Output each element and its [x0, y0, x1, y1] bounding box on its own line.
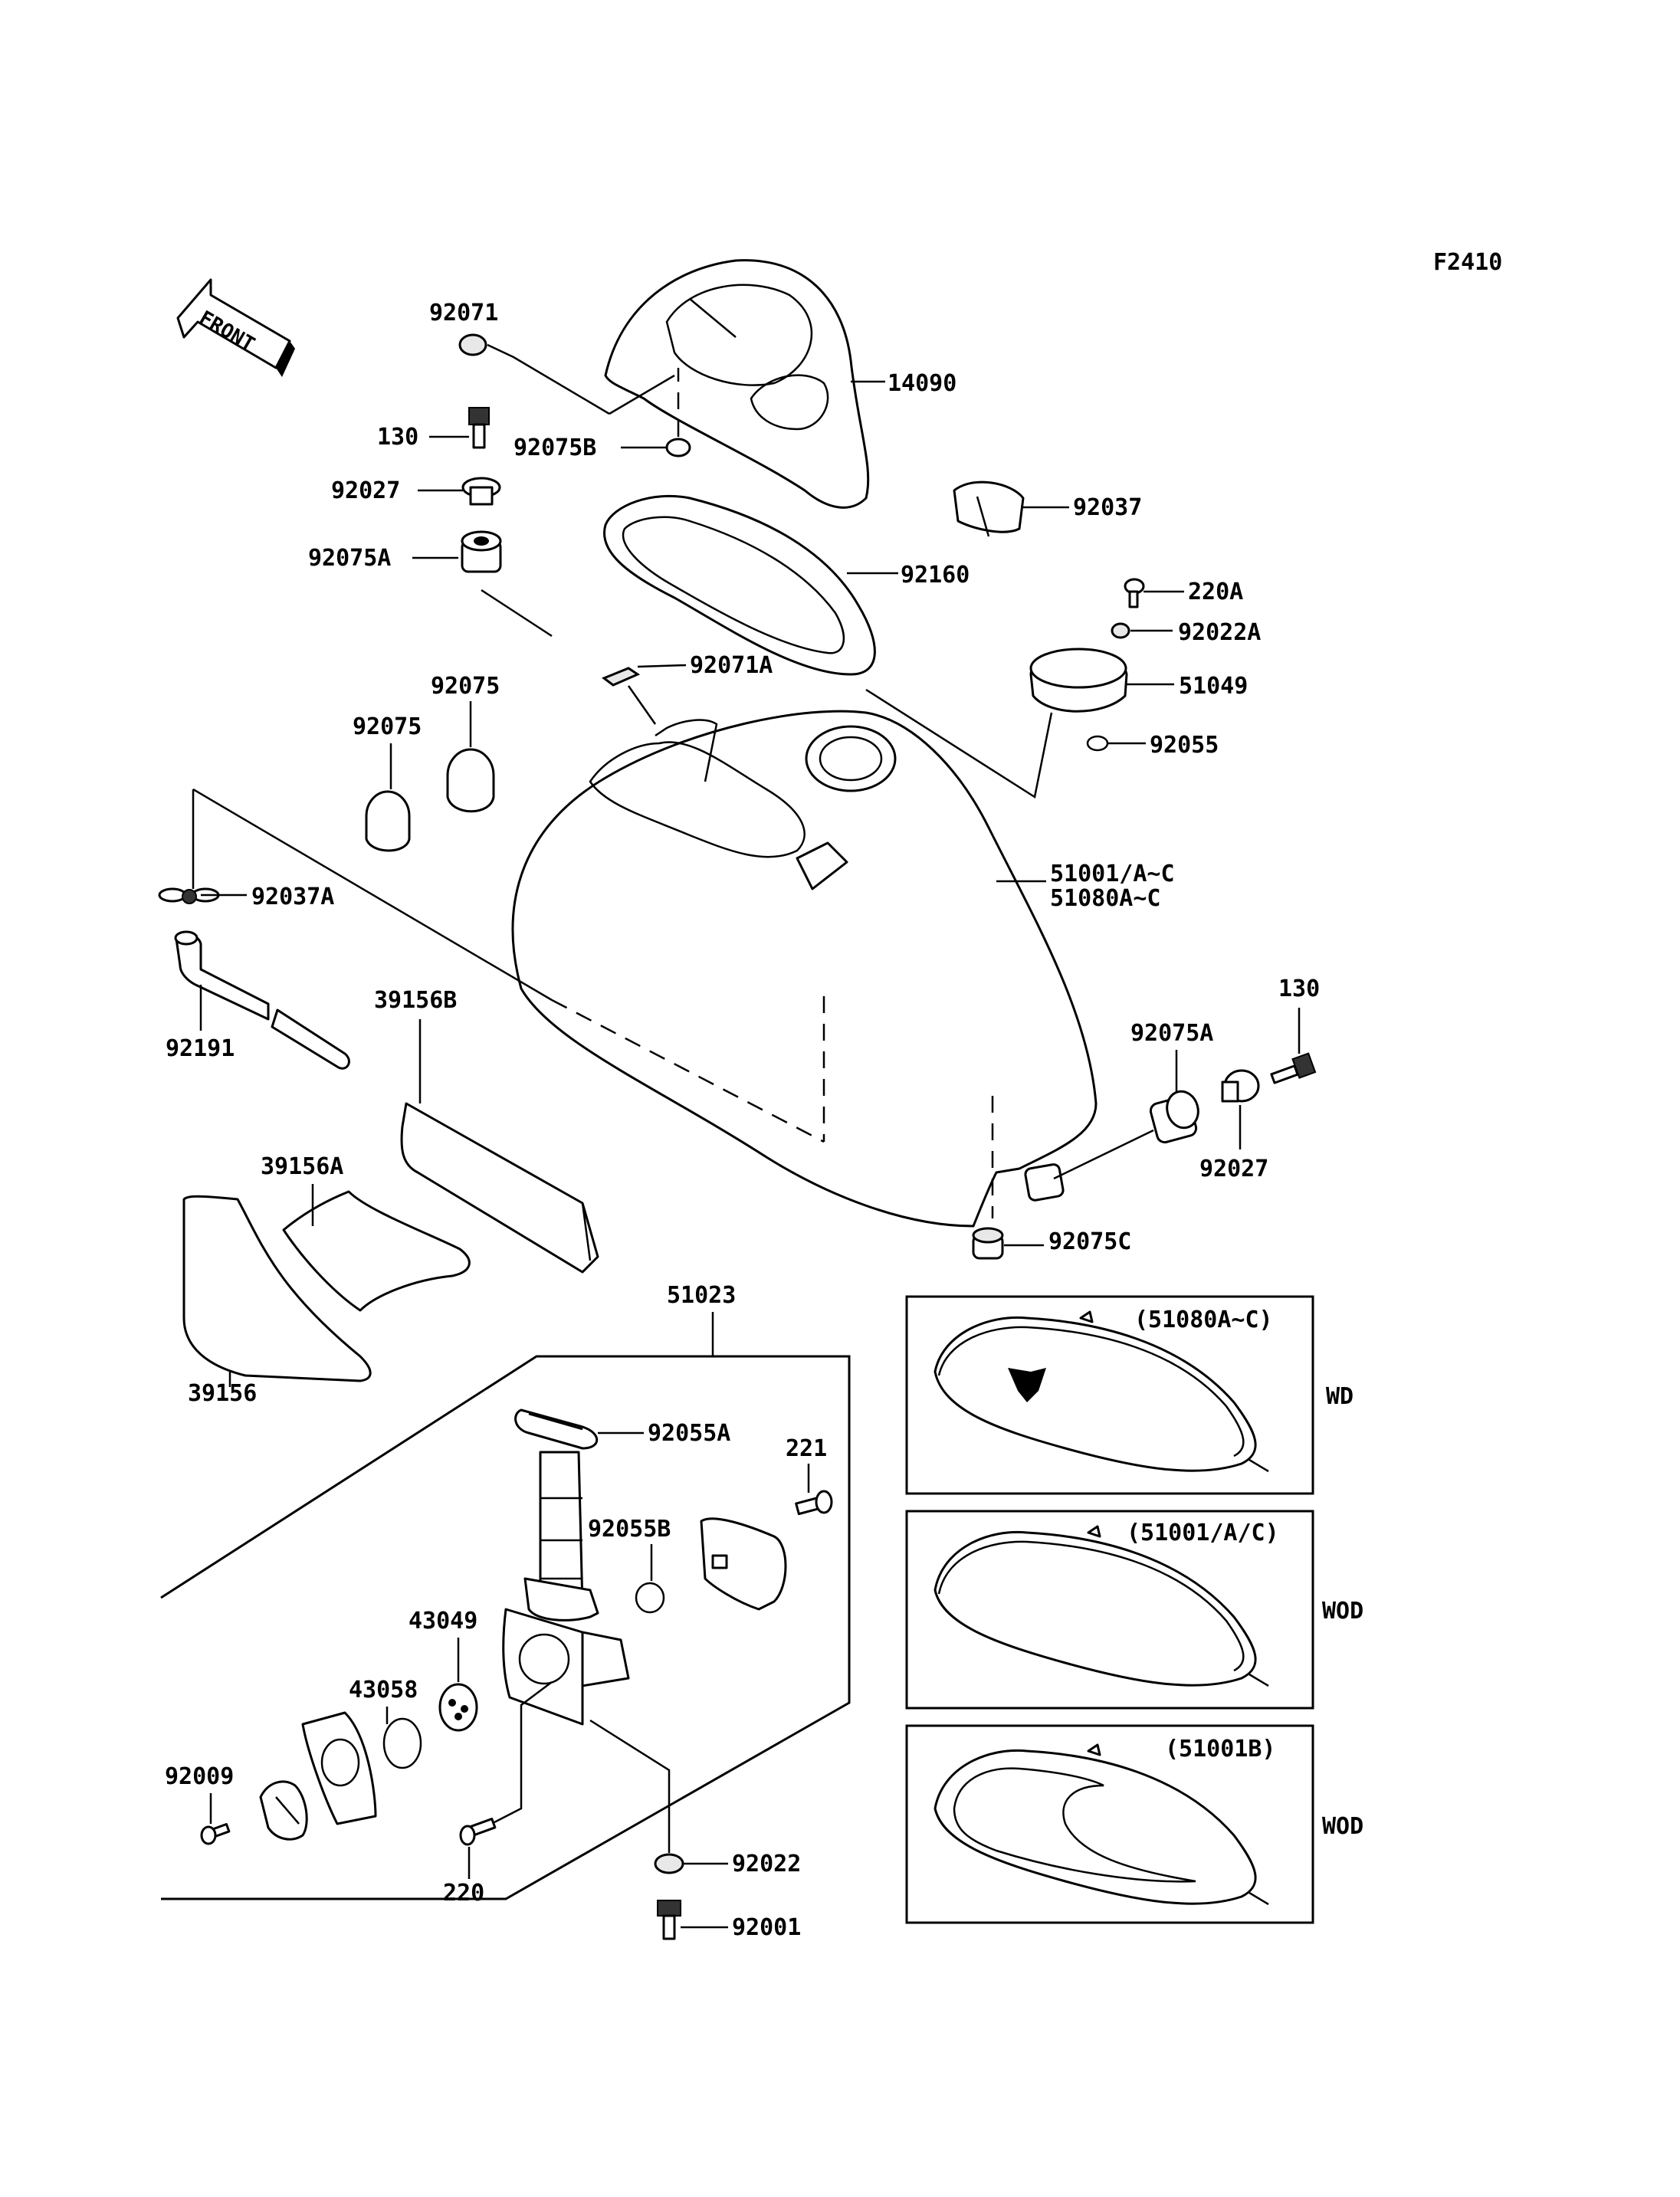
- damper-92075A-right: [1149, 1090, 1199, 1144]
- label-92009: 92009: [165, 1763, 234, 1790]
- oring-92055: [1086, 735, 1109, 752]
- clamp-92037: [953, 480, 1025, 537]
- label-92071A: 92071A: [690, 652, 773, 679]
- bolt-130-top: [468, 407, 490, 449]
- label-92191: 92191: [166, 1035, 235, 1062]
- label-51001: 51001/A~C: [1050, 861, 1175, 887]
- label-43058: 43058: [349, 1677, 418, 1703]
- clip-92071A: [601, 667, 641, 687]
- pad-39156: [182, 1195, 372, 1382]
- label-220: 220: [443, 1880, 484, 1907]
- washer-92075B: [665, 438, 691, 457]
- clip-92037A: [158, 887, 220, 904]
- gasket-92055A: [514, 1408, 599, 1450]
- oring-43058: [382, 1717, 422, 1769]
- label-130-right: 130: [1278, 976, 1320, 1002]
- damper-92075-b: [446, 748, 495, 813]
- label-92075A-right: 92075A: [1130, 1020, 1213, 1047]
- screw-220: [459, 1818, 497, 1846]
- label-220A: 220A: [1188, 579, 1243, 605]
- label-92160: 92160: [901, 562, 970, 589]
- variant-2-code: (51001/A/C): [1127, 1520, 1279, 1546]
- variant-1-code: (51080A~C): [1134, 1307, 1273, 1333]
- screw-220A: [1124, 578, 1145, 608]
- collar-92027-right: [1221, 1069, 1260, 1103]
- figure-code: F2410: [1433, 249, 1502, 276]
- meter-cover: [604, 259, 870, 509]
- damper-92075-a: [365, 790, 411, 852]
- screw-92009: [200, 1823, 231, 1845]
- label-92071: 92071: [429, 300, 498, 326]
- pad-39156A: [282, 1190, 471, 1312]
- fuel-tank: [511, 710, 1098, 1228]
- label-92027-top: 92027: [331, 477, 400, 504]
- label-43049: 43049: [409, 1608, 477, 1635]
- label-92075B: 92075B: [514, 434, 596, 461]
- label-92022: 92022: [732, 1851, 801, 1877]
- label-39156A: 39156A: [261, 1153, 343, 1180]
- variant-panel-2: (51001/A/C): [905, 1510, 1314, 1710]
- label-51023: 51023: [667, 1282, 736, 1309]
- seal-43049: [438, 1683, 478, 1732]
- variant-3-tag: WOD: [1322, 1813, 1363, 1840]
- cover-plate: [700, 1517, 787, 1611]
- collar-92027-top: [461, 477, 501, 506]
- oring-92055B: [635, 1582, 665, 1614]
- grommet-92071: [458, 333, 487, 356]
- label-92022A: 92022A: [1178, 619, 1261, 646]
- variant-panel-1: (51080A~C): [905, 1295, 1314, 1495]
- label-51049: 51049: [1179, 673, 1248, 700]
- variant-3-code: (51001B): [1165, 1736, 1276, 1763]
- gasket-92160: [603, 494, 876, 676]
- label-39156: 39156: [188, 1380, 257, 1407]
- lever-knob: [259, 1780, 308, 1841]
- label-92075C: 92075C: [1048, 1228, 1131, 1255]
- washer-92022: [654, 1853, 684, 1874]
- label-51080: 51080A~C: [1050, 885, 1161, 912]
- label-92001: 92001: [732, 1914, 801, 1941]
- damper-92075C: [972, 1227, 1004, 1260]
- fuel-cap-51049: [1029, 648, 1128, 713]
- fuel-cock-valve: [502, 1451, 630, 1726]
- label-92055B: 92055B: [588, 1516, 671, 1543]
- damper-92075A-top: [461, 530, 502, 573]
- fuel-cock-assembly-outline: [160, 1355, 851, 1900]
- label-221: 221: [786, 1435, 827, 1462]
- pad-39156B: [400, 1102, 599, 1274]
- label-14090: 14090: [888, 370, 956, 397]
- front-arrow-icon: FRONT: [176, 278, 295, 377]
- variant-2-tag: WOD: [1322, 1598, 1363, 1625]
- variant-panel-3: (51001B): [905, 1724, 1314, 1924]
- hose-92191: [174, 930, 350, 1070]
- bolt-92001: [657, 1900, 681, 1940]
- label-92075A-top: 92075A: [308, 545, 391, 572]
- label-92037A: 92037A: [251, 884, 334, 910]
- label-130-top: 130: [377, 424, 418, 451]
- label-39156B: 39156B: [374, 987, 457, 1014]
- label-92075-b: 92075: [431, 673, 500, 700]
- bolt-130-right: [1270, 1052, 1317, 1084]
- logo-emblem-icon: [1008, 1368, 1046, 1402]
- label-92075-a: 92075: [353, 713, 422, 740]
- label-92055A: 92055A: [648, 1420, 730, 1447]
- label-92037: 92037: [1073, 494, 1142, 521]
- label-92027-right: 92027: [1199, 1156, 1268, 1182]
- screw-221: [795, 1490, 833, 1516]
- valve-gasket-plate: [301, 1711, 377, 1825]
- variant-1-tag: WD: [1326, 1383, 1354, 1410]
- washer-92022A: [1111, 622, 1130, 639]
- label-92055: 92055: [1150, 732, 1219, 759]
